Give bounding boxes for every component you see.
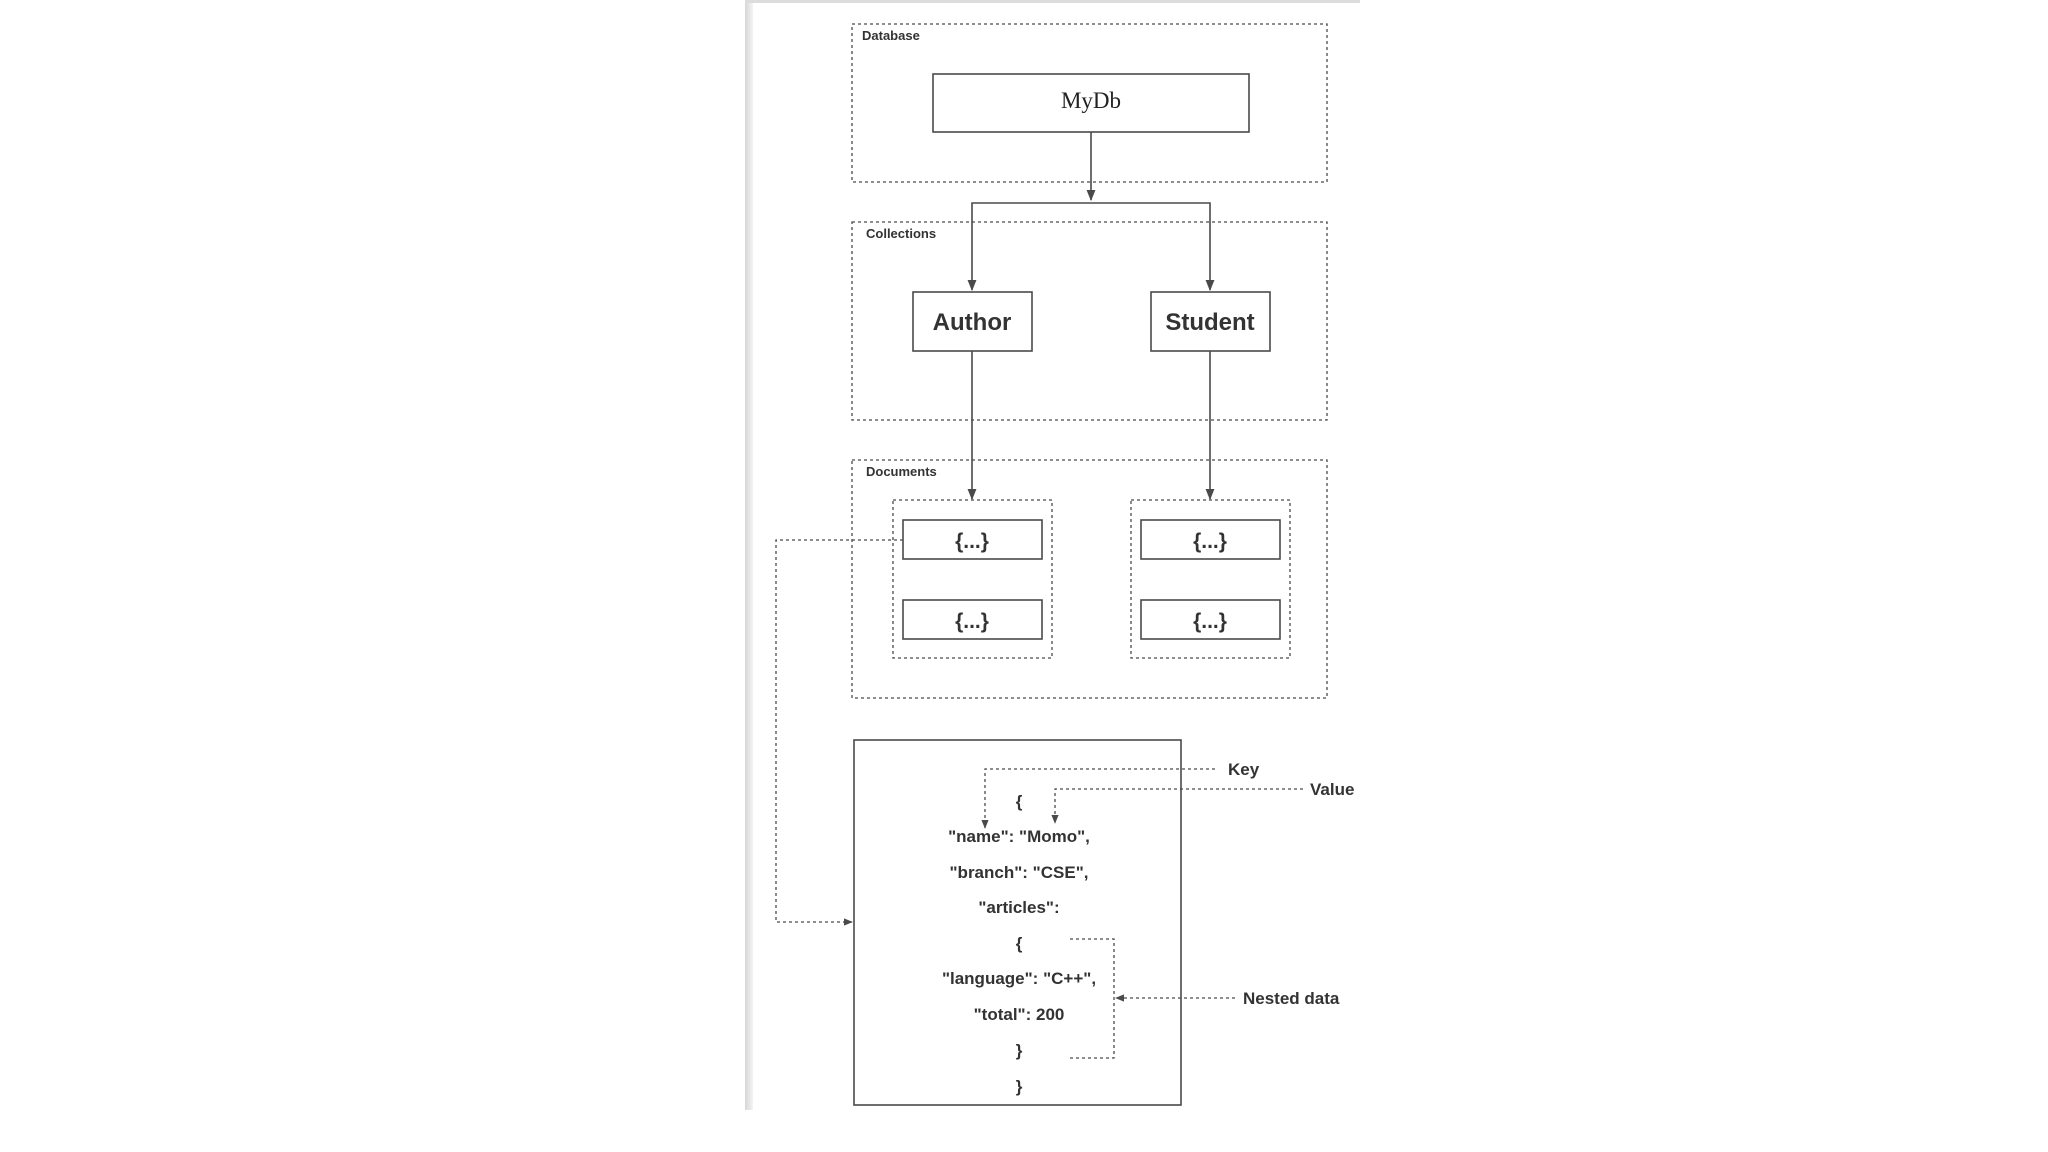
left-edge-shadow — [745, 0, 753, 1110]
mydb-to-student-arrow — [1091, 202, 1215, 292]
author-document-2-label: {...} — [955, 610, 989, 633]
nested-data-bracket — [1070, 938, 1115, 1059]
student-documents-group — [1130, 499, 1291, 659]
student-document-1 — [1140, 519, 1281, 560]
json-total-line: "total": 200 — [974, 1005, 1065, 1024]
top-edge-shadow — [745, 0, 1360, 3]
student-document-1-label: {...} — [1193, 530, 1227, 553]
author-document-2 — [902, 599, 1043, 640]
key-annotation: Key — [1228, 760, 1260, 779]
documents-group — [851, 459, 1328, 699]
collections-group-label: Collections — [866, 226, 936, 241]
json-open-brace: { — [1016, 792, 1023, 811]
document-expand-arrow — [775, 539, 903, 926]
value-annotation: Value — [1310, 780, 1354, 799]
student-document-2-label: {...} — [1193, 610, 1227, 633]
author-document-1-label: {...} — [955, 530, 989, 553]
json-name-line: "name": "Momo", — [948, 827, 1090, 846]
student-document-2 — [1140, 599, 1281, 640]
mydb-to-author-arrow — [967, 202, 1091, 292]
student-collection-label: Student — [1165, 309, 1254, 336]
mydb-label: MyDb — [1061, 88, 1121, 113]
sample-document-box — [853, 739, 1182, 1106]
json-branch-line: "branch": "CSE", — [950, 863, 1089, 882]
json-articles-line: "articles": — [978, 898, 1059, 917]
json-nested-close-brace: } — [1016, 1041, 1023, 1060]
database-group — [851, 23, 1328, 183]
json-close-brace: } — [1016, 1077, 1023, 1096]
json-nested-open-brace: { — [1016, 934, 1023, 953]
database-group-label: Database — [862, 28, 920, 43]
author-collection-label: Author — [933, 309, 1012, 336]
json-language-line: "language": "C++", — [942, 969, 1096, 988]
value-pointer-arrow — [1051, 788, 1303, 824]
author-collection-box — [912, 291, 1033, 352]
key-pointer-arrow — [981, 768, 1215, 829]
nested-data-annotation: Nested data — [1243, 989, 1340, 1008]
author-documents-group — [892, 499, 1053, 659]
student-collection-box — [1150, 291, 1271, 352]
documents-group-label: Documents — [866, 464, 937, 479]
